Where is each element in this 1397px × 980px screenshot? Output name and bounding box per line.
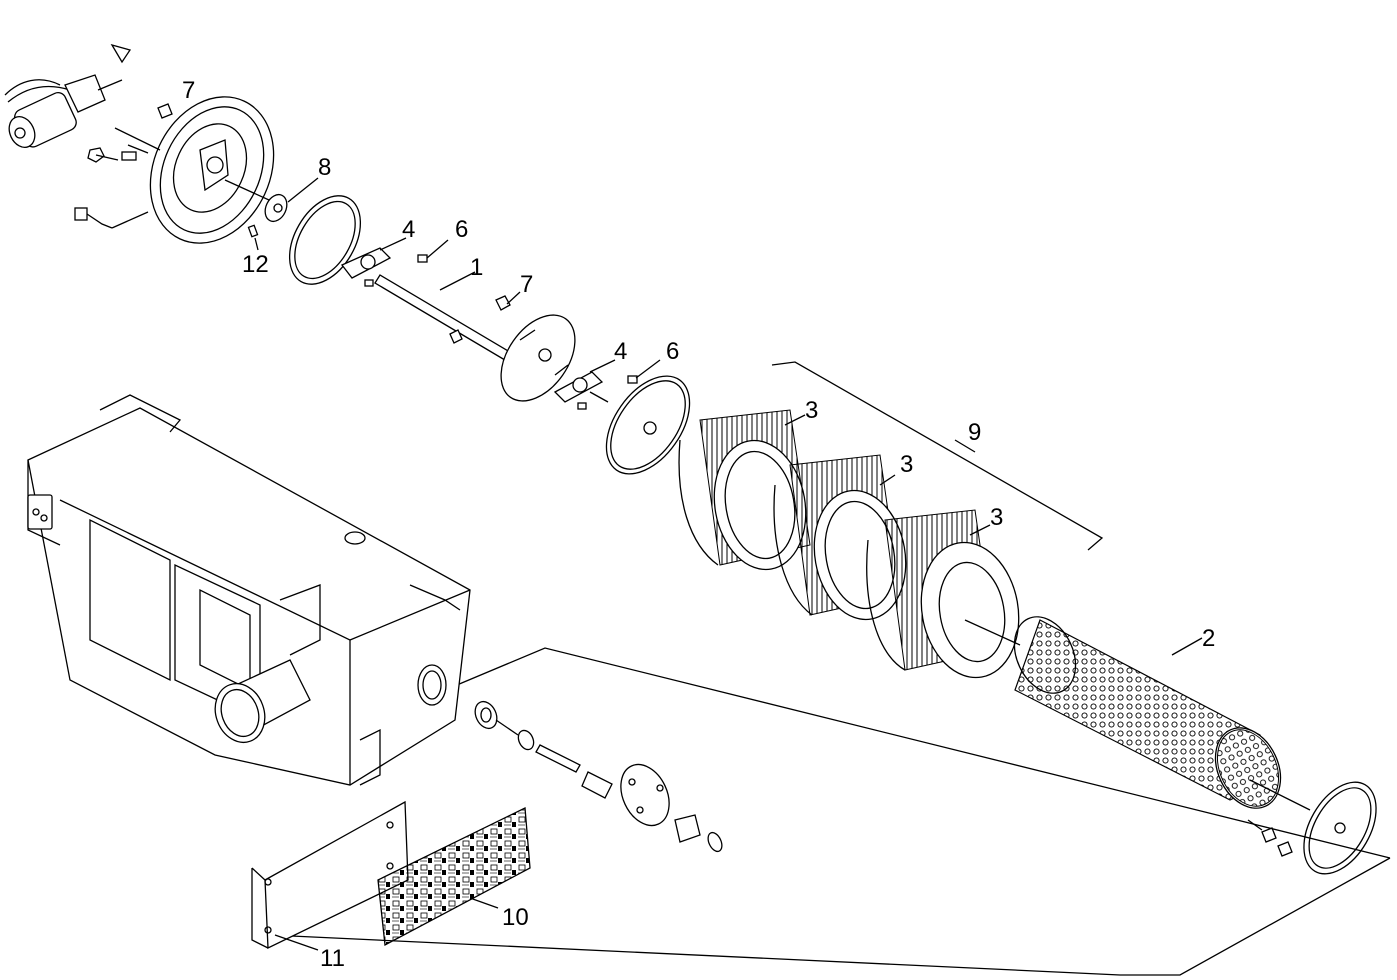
callout-3-third: 3 <box>990 504 1003 531</box>
callout-11: 11 <box>320 945 345 972</box>
callout-8: 8 <box>318 154 331 181</box>
group-9-bracket <box>771 361 1104 551</box>
key-part <box>110 43 132 64</box>
bearing-bracket-upper <box>340 237 449 287</box>
end-disk-upper <box>605 375 691 475</box>
mesh-cylinder <box>1013 616 1311 811</box>
screw-set-left <box>74 103 173 229</box>
callout-4-upper: 4 <box>402 216 415 243</box>
nut-shaft <box>449 329 463 344</box>
pcb-part-10 <box>377 806 531 947</box>
callout-3-second: 3 <box>900 451 913 478</box>
pin-part-12 <box>247 224 259 251</box>
bracket-plate-11 <box>251 800 409 951</box>
drive-disk <box>500 314 576 402</box>
motor <box>4 43 132 149</box>
flange-plate <box>114 96 281 244</box>
axis-small-parts <box>474 700 723 853</box>
lower-bracket-top <box>444 647 1391 859</box>
lower-bracket-bottom <box>269 857 1391 976</box>
housing <box>27 394 471 786</box>
callout-2: 2 <box>1202 625 1215 652</box>
callout-4-lower: 4 <box>614 338 627 365</box>
callout-10: 10 <box>502 904 529 931</box>
gasket-ring <box>288 195 362 285</box>
callout-1: 1 <box>470 254 483 281</box>
callout-12: 12 <box>242 251 269 278</box>
callout-3-first: 3 <box>805 397 818 424</box>
shaft-part-1 <box>374 271 521 367</box>
finned-cylinder-1 <box>678 409 811 571</box>
coupling-part-8 <box>264 177 319 223</box>
washer-7-lower <box>495 295 511 311</box>
callout-6-upper: 6 <box>455 216 468 243</box>
finned-cylinder-3 <box>866 509 1020 679</box>
callout-6-lower: 6 <box>666 338 679 365</box>
finned-cylinder-2 <box>773 454 907 621</box>
end-disk-lower <box>1247 781 1377 875</box>
bearing-bracket-lower <box>553 359 661 410</box>
callout-7-lower: 7 <box>520 271 533 298</box>
callout-7-top: 7 <box>182 77 195 104</box>
callout-9: 9 <box>968 419 981 446</box>
